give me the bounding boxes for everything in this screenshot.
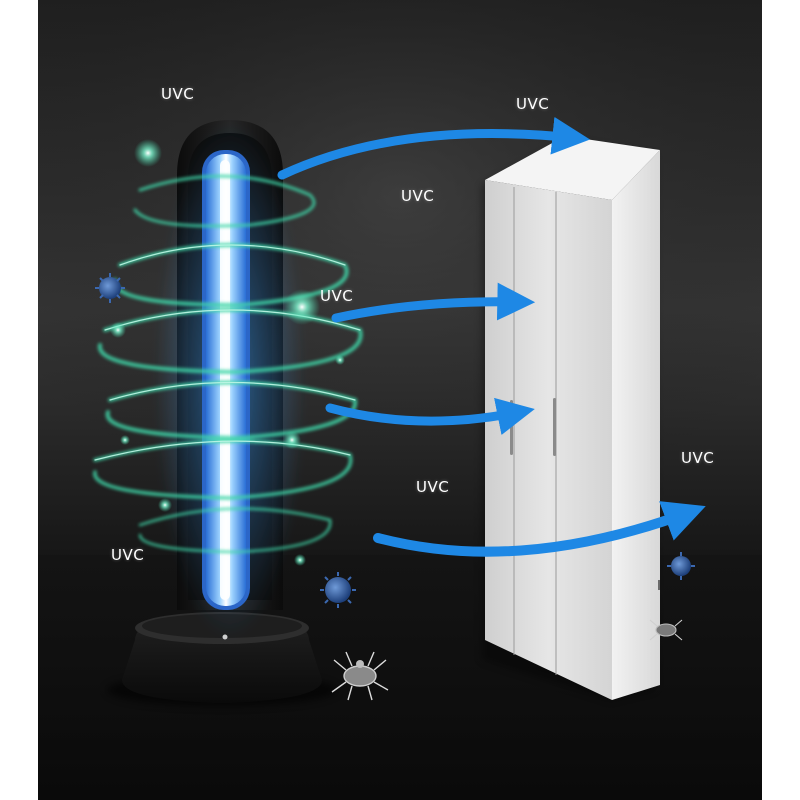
arrow-lower-mid [325, 397, 535, 435]
uvc-label: UVC [516, 95, 550, 113]
uvc-label: UVC [320, 287, 354, 305]
uv-lamp [155, 120, 305, 640]
uvc-label: UVC [111, 546, 145, 564]
uv-ray-arrows [277, 116, 706, 557]
uvc-label: UVC [401, 187, 435, 205]
arrow-top [277, 116, 591, 180]
uvc-label: UVC [416, 478, 450, 496]
virus-icon [667, 552, 695, 580]
uvc-label: UVC [681, 449, 715, 467]
uv-glow-swirl [93, 174, 363, 554]
arrow-upper-mid [331, 282, 536, 323]
uvc-label: UVC [161, 85, 195, 103]
virus-icon [320, 572, 356, 608]
virus-icon [95, 273, 125, 303]
dust-mite-icon [331, 651, 389, 701]
wardrobe-cabinet [482, 136, 660, 700]
dust-mite-icon [649, 619, 683, 641]
sparkles [110, 139, 345, 566]
lamp-base [107, 612, 337, 706]
arrow-bottom [373, 501, 706, 557]
